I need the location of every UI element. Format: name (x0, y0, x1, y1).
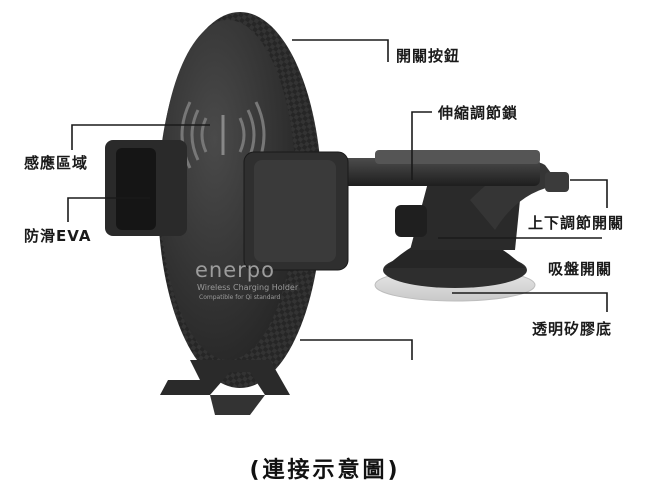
tilt-switch-knob (545, 172, 569, 192)
leader-clear-gel-base (452, 292, 608, 312)
leader-tilt-switch (570, 179, 608, 208)
leader-bottom (300, 339, 413, 360)
label-telescopic-lock: 伸縮調節鎖 (438, 104, 519, 122)
diagram-caption: (連接示意圖) (249, 458, 401, 483)
leader-telescopic-lock (411, 111, 432, 180)
product-subtitle: Wireless Charging Holder (197, 283, 299, 292)
leader-power-button (292, 39, 389, 62)
leader-sensing-area (71, 124, 210, 150)
leader-lines (67, 39, 608, 360)
product-small-text: Compatible for Qi standard (199, 294, 281, 301)
leader-antislip-eva (67, 197, 150, 222)
label-clear-gel-base: 透明矽膠底 (532, 320, 613, 338)
label-power-button: 開關按鈕 (396, 47, 461, 65)
bottom-support (160, 360, 290, 395)
eva-pad (116, 148, 156, 230)
telescopic-arm-top (375, 150, 540, 164)
right-clamp-face (254, 160, 336, 262)
label-antislip-eva: 防滑EVA (24, 227, 92, 245)
brand-logo: enerpo (195, 258, 275, 282)
label-suction-switch: 吸盤開關 (548, 260, 613, 278)
telescopic-arm (340, 158, 540, 186)
label-tilt-switch: 上下調節開關 (528, 214, 625, 232)
holder-body-face (160, 20, 296, 360)
label-sensing-area: 感應區域 (24, 154, 89, 172)
telescopic-lock (395, 205, 427, 237)
wireless-symbol (180, 101, 266, 169)
